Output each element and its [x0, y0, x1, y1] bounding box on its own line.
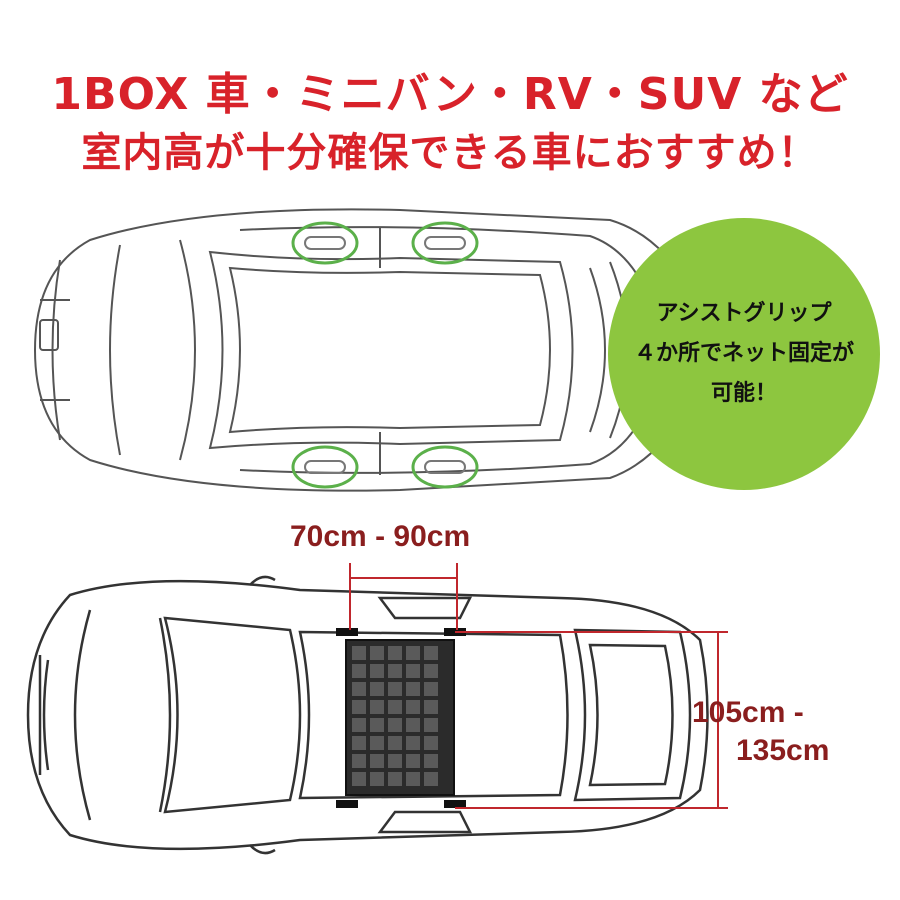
length-dimension-label-line-2: 135cm: [736, 734, 830, 767]
badge-line-1: アシストグリップ: [656, 301, 832, 326]
badge-line-2: ４か所でネット固定が: [633, 341, 854, 366]
headline-line-2: 室内高が十分確保できる車におすすめ！: [81, 130, 819, 176]
badge-line-3: 可能！: [710, 381, 777, 406]
width-dimension-label: 70cm - 90cm: [290, 520, 471, 553]
assist-grip-badge: アシストグリップ ４か所でネット固定が 可能！: [608, 218, 880, 490]
length-dimension-label-line-1: 105cm -: [692, 696, 804, 729]
headline-line-1: 1BOX 車・ミニバン・RV・SUV など: [51, 69, 849, 120]
